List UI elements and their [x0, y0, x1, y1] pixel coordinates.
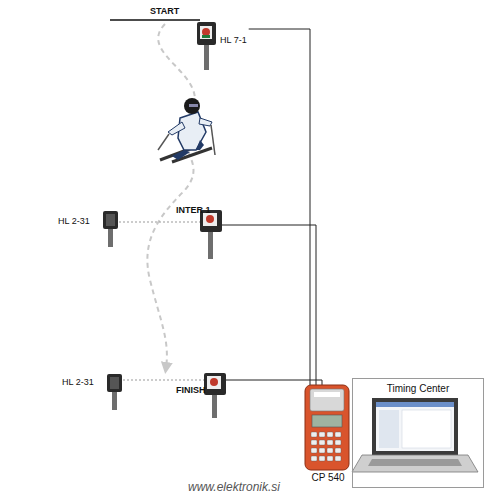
node-label: Timing Center — [353, 383, 483, 394]
key — [335, 432, 341, 437]
node-label: HL 7-1 — [220, 35, 247, 45]
course-label: START — [150, 6, 179, 16]
device-node: CP 540 — [303, 385, 353, 487]
wire — [226, 380, 322, 386]
finish-reflector — [107, 374, 122, 410]
node-label: HL 2-31 — [62, 377, 94, 387]
key — [311, 440, 317, 445]
reflector-node: HL 2-31 — [56, 216, 114, 226]
node-label: HL 2-31 — [58, 216, 90, 226]
finish-beam — [123, 380, 204, 381]
course-label: FINISH — [176, 385, 206, 395]
inter-beam — [119, 222, 200, 223]
timing-center-box: Timing Center — [352, 378, 484, 488]
node-label: CP 540 — [303, 472, 353, 483]
key — [319, 432, 325, 437]
key — [311, 432, 317, 437]
photocell-node: HL 7-1 — [196, 22, 249, 47]
key — [335, 448, 341, 453]
inter-reflector — [103, 211, 118, 247]
key — [335, 456, 341, 461]
key — [327, 456, 333, 461]
key — [327, 432, 333, 437]
wire-connector — [249, 29, 310, 385]
course-label: INTER 1 — [176, 205, 211, 215]
skier-figure — [158, 98, 215, 162]
key — [319, 440, 325, 445]
key — [311, 456, 317, 461]
cp540-device — [305, 385, 349, 470]
key — [319, 448, 325, 453]
key — [327, 448, 333, 453]
key — [327, 440, 333, 445]
finish-photocell — [204, 373, 226, 418]
key — [335, 440, 341, 445]
start-line — [110, 19, 200, 21]
inter-photocell — [200, 210, 222, 259]
keypad — [311, 432, 341, 461]
course-path — [147, 24, 195, 368]
reflector-node: HL 2-31 — [60, 377, 115, 387]
watermark: www.elektronik.si — [188, 480, 280, 494]
start-photocell — [197, 22, 216, 70]
laptop — [352, 398, 478, 472]
key — [319, 456, 325, 461]
key — [311, 448, 317, 453]
wire — [222, 225, 316, 386]
